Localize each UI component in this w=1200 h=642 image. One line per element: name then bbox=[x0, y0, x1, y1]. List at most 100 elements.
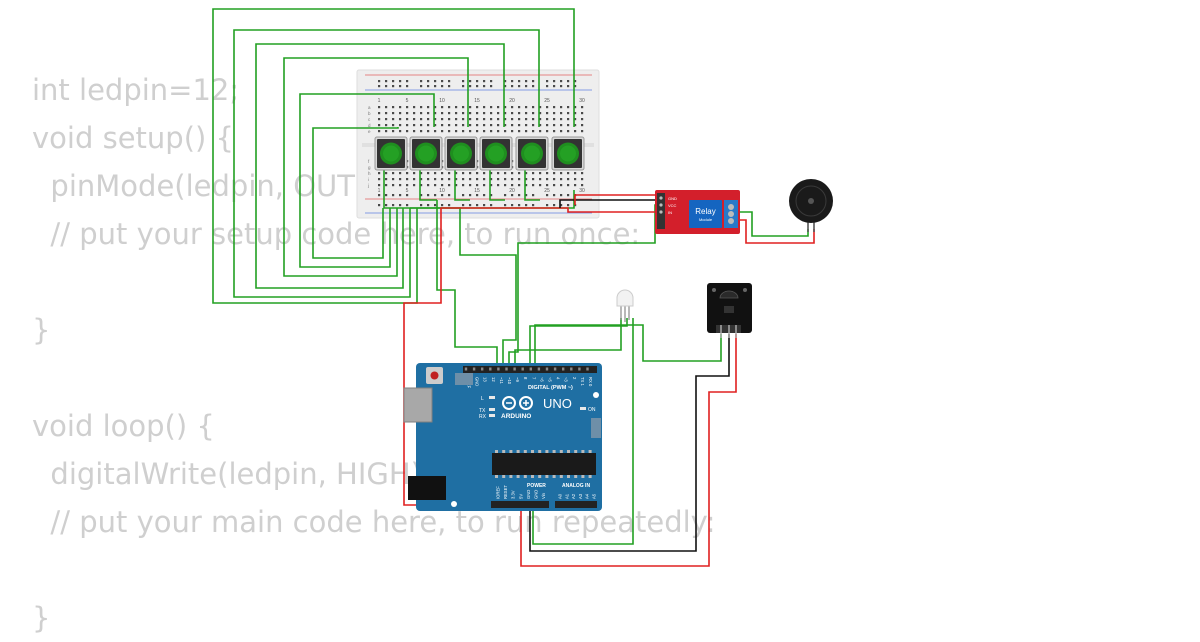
breadboard-hole bbox=[462, 178, 465, 181]
breadboard-row-letter: j bbox=[367, 183, 369, 188]
relay-module[interactable]: GND VCC IN Relay Module bbox=[655, 190, 740, 234]
breadboard-hole bbox=[546, 130, 549, 133]
breadboard-hole bbox=[455, 124, 458, 127]
chip-pin bbox=[559, 475, 563, 478]
breadboard-hole bbox=[532, 184, 535, 187]
breadboard-column-number: 25 bbox=[544, 98, 550, 104]
breadboard-hole bbox=[448, 118, 451, 121]
relay-pin bbox=[659, 196, 663, 200]
breadboard-hole bbox=[420, 80, 423, 83]
breadboard-hole bbox=[553, 184, 556, 187]
breadboard-hole bbox=[399, 124, 402, 127]
chip-pin bbox=[523, 450, 527, 453]
analog-pin-label: A3 bbox=[578, 493, 583, 499]
breadboard-hole bbox=[490, 118, 493, 121]
breadboard-hole bbox=[518, 172, 521, 175]
header-pin bbox=[464, 367, 468, 371]
push-button[interactable] bbox=[409, 136, 443, 171]
breadboard-hole bbox=[392, 112, 395, 115]
header-pin bbox=[497, 367, 500, 371]
buzzer[interactable] bbox=[789, 179, 833, 232]
buzzer-hole bbox=[808, 198, 814, 204]
power-pin-label: IOREF bbox=[496, 486, 501, 499]
breadboard-hole bbox=[497, 112, 500, 115]
breadboard-column-number: 15 bbox=[474, 98, 480, 104]
breadboard-hole bbox=[574, 184, 577, 187]
chip-pin bbox=[502, 450, 506, 453]
arduino-model: UNO bbox=[543, 396, 572, 411]
push-button[interactable] bbox=[444, 136, 478, 171]
breadboard-hole bbox=[532, 124, 535, 127]
breadboard-hole bbox=[518, 85, 521, 88]
breadboard-hole bbox=[434, 178, 437, 181]
breadboard-hole bbox=[427, 118, 430, 121]
breadboard-hole bbox=[581, 124, 584, 127]
breadboard-hole bbox=[392, 130, 395, 133]
breadboard-hole bbox=[532, 112, 535, 115]
breadboard-hole bbox=[399, 172, 402, 175]
push-button[interactable] bbox=[551, 136, 585, 171]
chip-pin bbox=[509, 450, 513, 453]
breadboard-hole bbox=[518, 118, 521, 121]
push-button-cap-top bbox=[453, 145, 469, 162]
breadboard-hole bbox=[462, 118, 465, 121]
breadboard-hole bbox=[525, 184, 528, 187]
breadboard-hole bbox=[427, 106, 430, 109]
header-pin bbox=[562, 367, 565, 371]
breadboard-hole bbox=[455, 118, 458, 121]
breadboard-hole bbox=[392, 85, 395, 88]
breadboard-hole bbox=[469, 124, 472, 127]
breadboard-hole bbox=[511, 178, 514, 181]
wire-green bbox=[524, 170, 540, 201]
push-button-cap-top bbox=[524, 145, 540, 162]
breadboard-hole bbox=[532, 130, 535, 133]
chip-pin bbox=[495, 450, 498, 453]
power-jack bbox=[408, 476, 446, 500]
breadboard-hole bbox=[567, 130, 570, 133]
breadboard-hole bbox=[504, 172, 507, 175]
chip-pin bbox=[545, 450, 549, 453]
breadboard-hole bbox=[560, 118, 563, 121]
breadboard-hole bbox=[518, 178, 521, 181]
breadboard-hole bbox=[427, 112, 430, 115]
breadboard-hole bbox=[427, 194, 430, 197]
wire-green bbox=[514, 318, 622, 366]
breadboard-hole bbox=[497, 130, 500, 133]
sensor-module[interactable] bbox=[707, 283, 752, 338]
chip-pin bbox=[552, 475, 556, 478]
breadboard-hole bbox=[560, 85, 563, 88]
digital-pin-label: 4 bbox=[556, 377, 561, 380]
push-button[interactable] bbox=[479, 136, 513, 171]
status-led bbox=[489, 396, 495, 399]
microcontroller-chip bbox=[492, 453, 596, 475]
breadboard-hole bbox=[567, 172, 570, 175]
breadboard-hole bbox=[434, 204, 437, 207]
breadboard-hole bbox=[399, 130, 402, 133]
breadboard-hole bbox=[546, 118, 549, 121]
status-led bbox=[489, 414, 495, 417]
breadboard-hole bbox=[441, 118, 444, 121]
breadboard-hole bbox=[455, 106, 458, 109]
breadboard-hole bbox=[413, 106, 416, 109]
breadboard-hole bbox=[567, 85, 570, 88]
breadboard-hole bbox=[497, 172, 500, 175]
breadboard-hole bbox=[378, 178, 381, 181]
chip-pin bbox=[559, 450, 563, 453]
breadboard-hole bbox=[511, 124, 514, 127]
rgb-led[interactable] bbox=[616, 289, 634, 322]
analog-pin-label: A5 bbox=[592, 493, 597, 499]
breadboard-hole bbox=[546, 204, 549, 207]
chip-pin bbox=[516, 450, 520, 453]
breadboard-hole bbox=[385, 80, 388, 83]
breadboard-hole bbox=[525, 106, 528, 109]
breadboard-hole bbox=[511, 184, 514, 187]
push-button[interactable] bbox=[374, 136, 408, 171]
sensor-mounting-hole bbox=[743, 288, 747, 292]
breadboard-hole bbox=[504, 178, 507, 181]
breadboard-hole bbox=[483, 85, 486, 88]
push-button[interactable] bbox=[515, 136, 549, 171]
breadboard-hole bbox=[497, 106, 500, 109]
breadboard-column-number: 1 bbox=[378, 188, 381, 194]
